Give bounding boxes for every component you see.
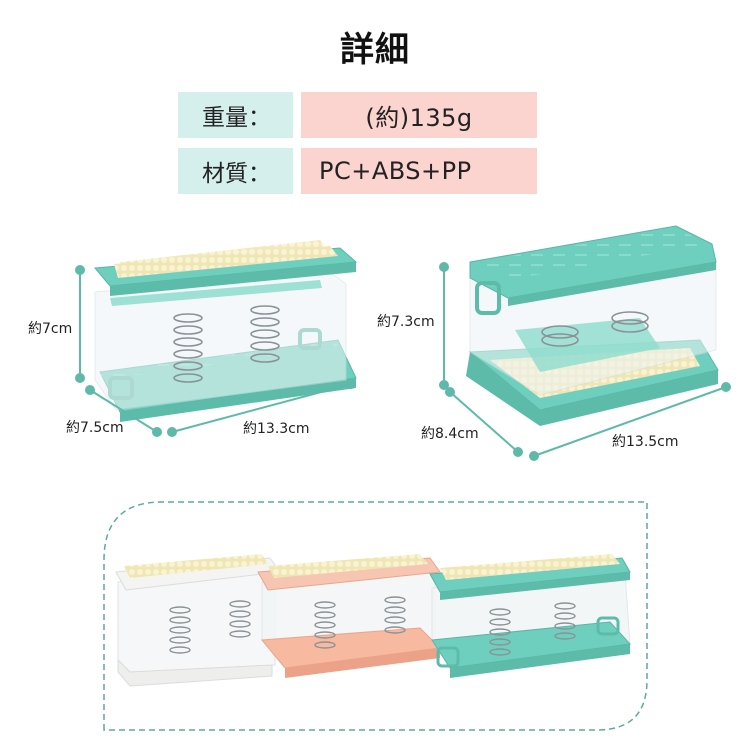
dim-label-open-depth: 約7.5cm xyxy=(66,420,124,436)
product-variant-peach xyxy=(257,554,442,678)
spec-row-weight: 重量： (約)135g xyxy=(178,92,537,138)
dimension-lines xyxy=(75,262,731,461)
page-title: 詳細 xyxy=(340,30,410,70)
spec-label-weight: 重量： xyxy=(178,92,293,138)
spec-row-material: 材質： PC+ABS+PP xyxy=(178,148,537,194)
dim-label-open-height: 約7cm xyxy=(28,321,73,337)
dim-label-closed-depth: 約8.4cm xyxy=(421,426,479,442)
dim-label-closed-height: 約7.3cm xyxy=(377,314,435,330)
color-variants-frame xyxy=(103,501,648,731)
product-closed-view xyxy=(466,225,719,426)
spec-value-weight: (約)135g xyxy=(301,92,537,138)
product-open-view xyxy=(93,240,358,422)
product-variant-white xyxy=(115,554,281,687)
dim-label-closed-width: 約13.5cm xyxy=(612,434,679,450)
product-variant-teal xyxy=(429,554,632,678)
spec-value-material: PC+ABS+PP xyxy=(301,148,537,194)
dim-label-open-width: 約13.3cm xyxy=(243,421,310,437)
spec-label-material: 材質： xyxy=(178,148,293,194)
